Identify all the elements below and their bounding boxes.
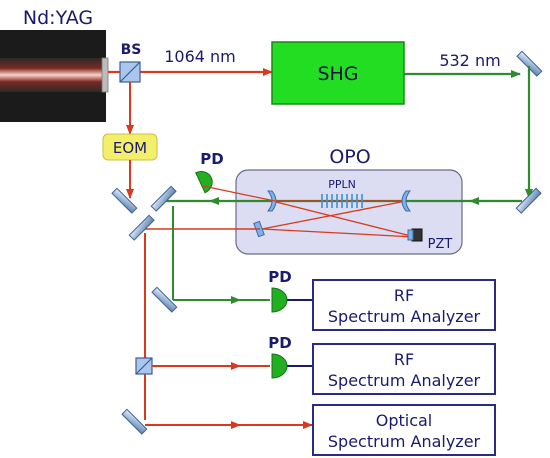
mirror-top-right (516, 50, 543, 77)
laser-label: Nd:YAG (23, 7, 93, 29)
pd-top-label: PD (200, 150, 223, 168)
rf-spectrum-analyzer-1 (312, 279, 496, 331)
shg-box (271, 41, 405, 105)
mirror-left-3 (128, 214, 155, 241)
ppln-crystal (321, 194, 363, 208)
beam-splitter-lower (135, 357, 153, 375)
nd-yag-laser (0, 30, 109, 122)
mirror-bottom-left (121, 408, 148, 435)
photodetector-2 (271, 353, 288, 379)
analyzer1-line2: Spectrum Analyzer (328, 307, 481, 326)
opo-cavity-beams (261, 200, 416, 238)
pd2-label: PD (268, 334, 291, 352)
shg-label: SHG (317, 63, 358, 85)
opo-label: OPO (329, 146, 370, 168)
analyzer1-line1: RF (394, 286, 414, 305)
beam-splitter-cube (119, 61, 141, 83)
mirror-green-pd (151, 286, 178, 313)
analyzer2-line2: Spectrum Analyzer (328, 371, 481, 390)
mirror-bottom-right (515, 187, 542, 214)
ppln-label: PPLN (328, 178, 356, 191)
analyzer2-line1: RF (394, 350, 414, 369)
photodetector-1 (271, 287, 288, 313)
eom-label: EOM (113, 139, 147, 157)
mirror-left-1 (111, 187, 138, 214)
green-wavelength-label: 532 nm (439, 51, 500, 70)
pd-top-leak-beam (202, 185, 276, 202)
analyzer3-line1: Optical (376, 411, 433, 430)
beam-splitter-label: BS (121, 42, 142, 58)
pzt-label: PZT (428, 237, 453, 252)
ir-wavelength-label: 1064 nm (164, 47, 236, 66)
pzt-mirror (407, 229, 414, 241)
pd1-label: PD (268, 268, 291, 286)
mirror-left-2 (150, 185, 177, 212)
optical-spectrum-analyzer (312, 404, 496, 456)
photodetector-top (195, 171, 213, 194)
rf-spectrum-analyzer-2 (312, 343, 496, 395)
analyzer3-line2: Spectrum Analyzer (328, 432, 481, 451)
